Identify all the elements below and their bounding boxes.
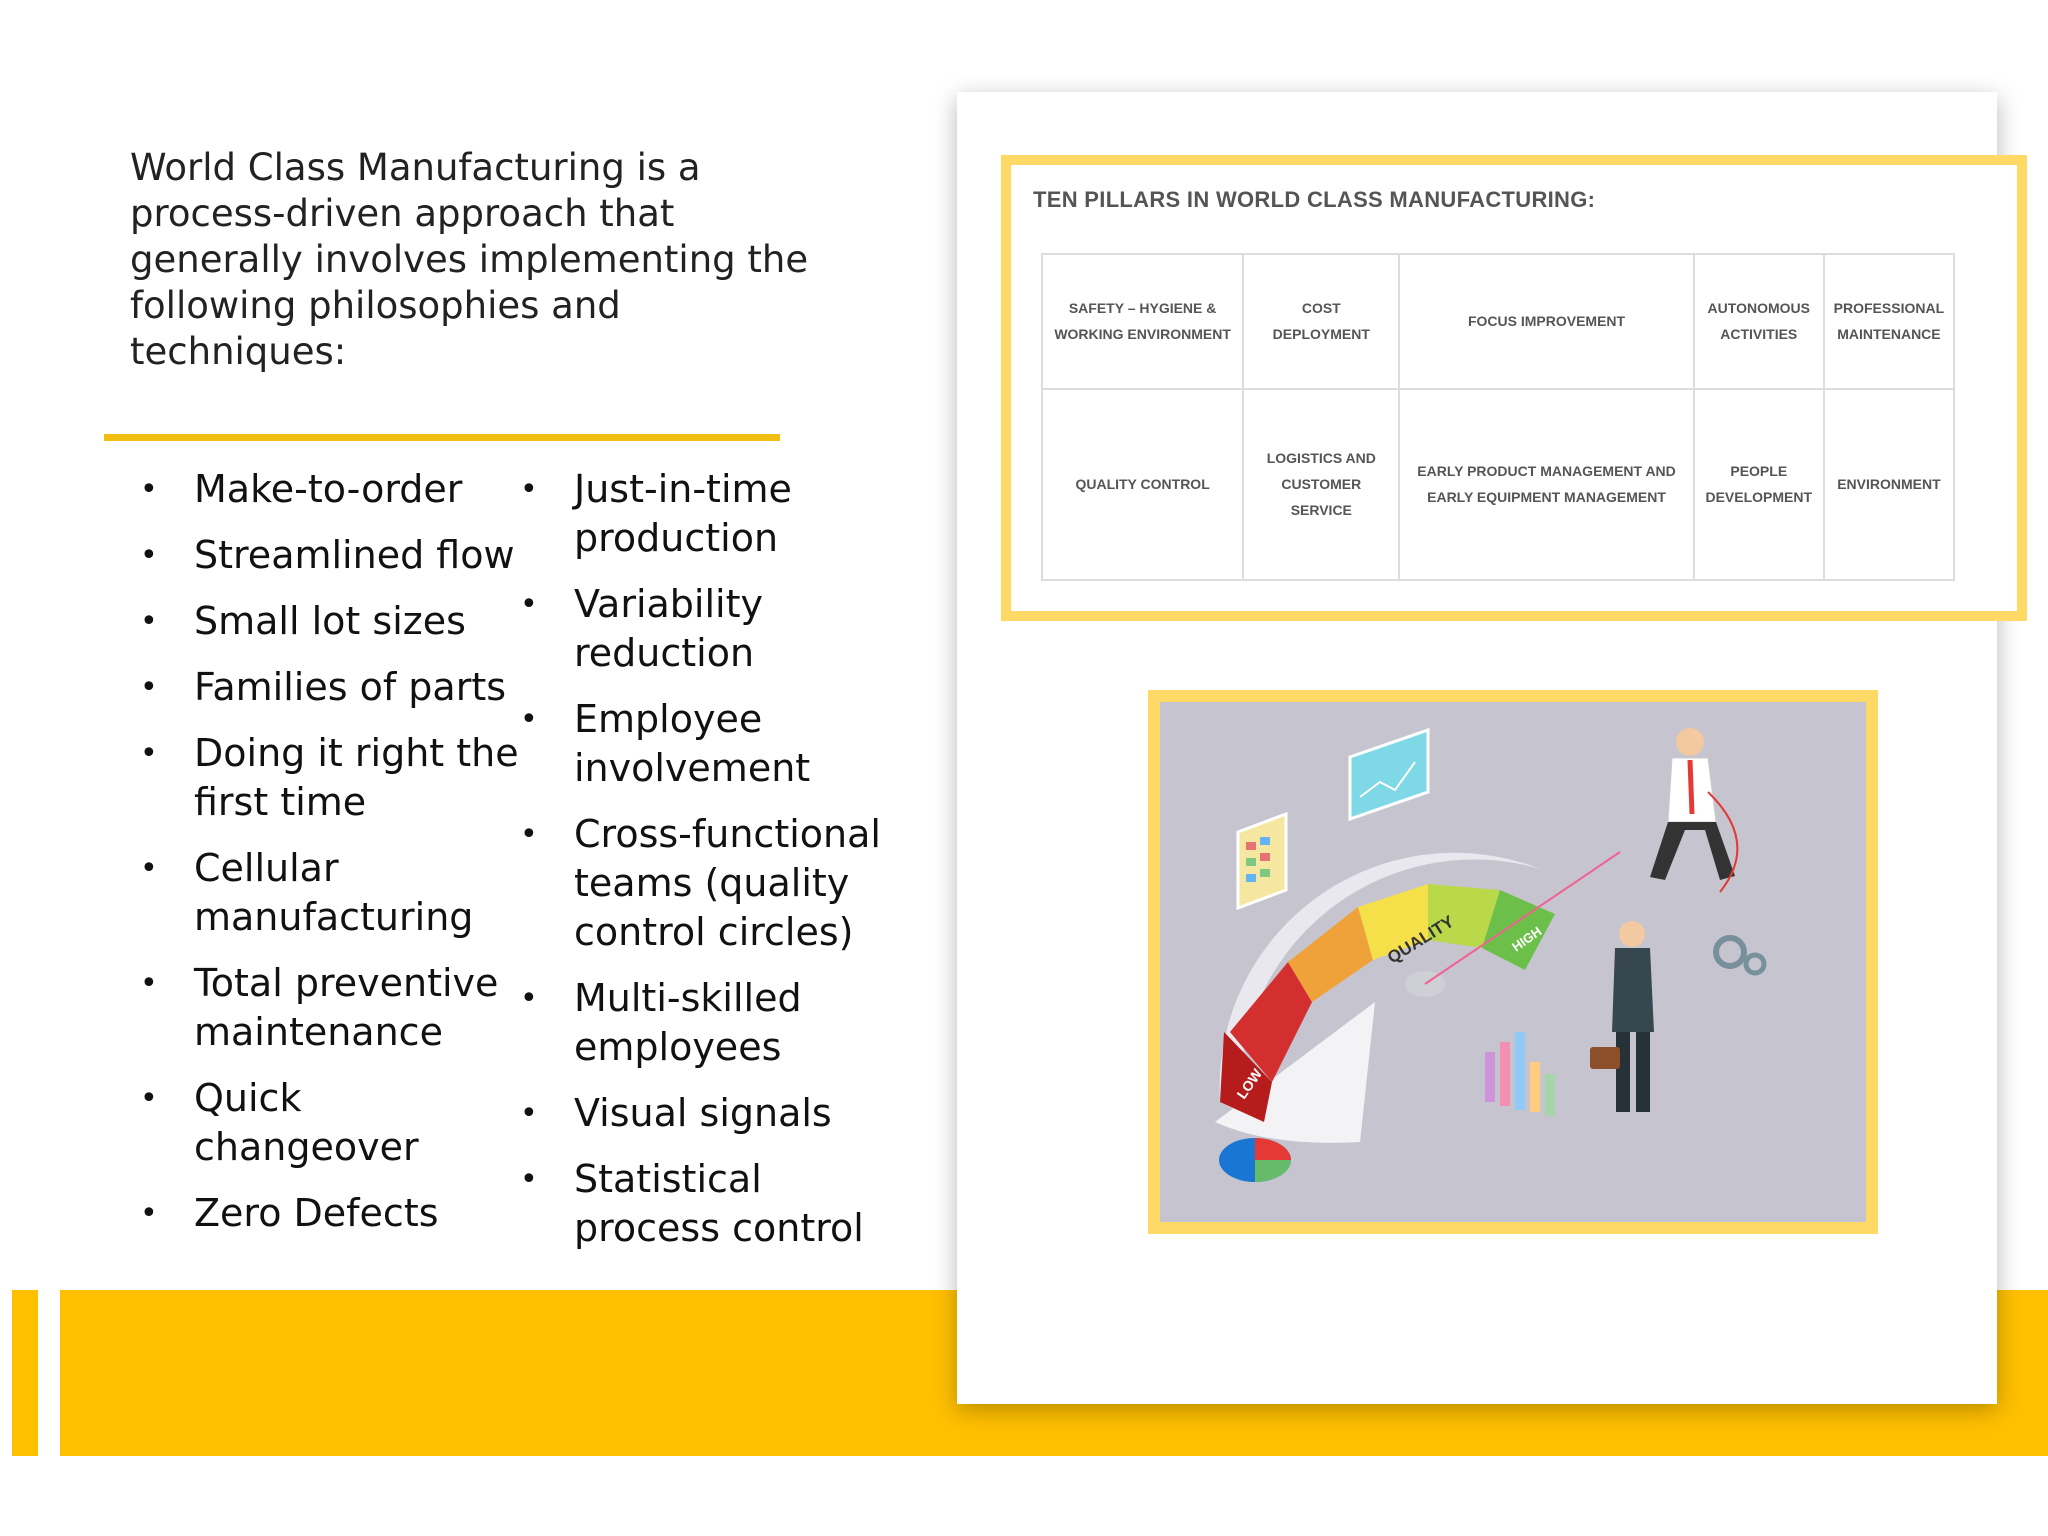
bullet-list-left: Make-to-order Streamlined flow Small lot…	[140, 465, 520, 1255]
intro-paragraph: World Class Manufacturing is a process-d…	[130, 146, 809, 373]
gauge-segment-red	[1230, 962, 1312, 1082]
gauge-segment-orange	[1288, 907, 1373, 1002]
bullet-item: Total preventive maintenance	[140, 959, 520, 1057]
table-cell: PEOPLE DEVELOPMENT	[1692, 387, 1825, 582]
quality-gauge: LOW HIGH QUALITY	[1215, 851, 1621, 1143]
bullet-item: Families of parts	[140, 663, 520, 712]
bullet-item: Multi-skilled employees	[520, 974, 890, 1072]
businessman-figure	[1590, 921, 1654, 1112]
pillars-table-frame: TEN PILLARS IN WORLD CLASS MANUFACTURING…	[1001, 155, 2027, 621]
gauge-segment-yellow	[1358, 884, 1428, 960]
gauge-segment-light-green	[1428, 884, 1500, 948]
accent-bar-left	[12, 1290, 38, 1456]
pillars-table: SAFETY – HYGIENE & WORKING ENVIRONMENT C…	[1040, 253, 1956, 582]
bullet-list-right: Just-in-time production Variability redu…	[520, 465, 890, 1270]
bullet-item: Make-to-order	[140, 465, 520, 514]
gear-icon	[1713, 935, 1767, 976]
table-cell: PROFESSIONAL MAINTENANCE	[1822, 253, 1956, 390]
floating-calendar-panel	[1236, 811, 1288, 911]
bullet-item: Variability reduction	[520, 580, 890, 678]
bullet-item: Streamlined flow	[140, 531, 520, 580]
pillars-table-title: TEN PILLARS IN WORLD CLASS MANUFACTURING…	[1033, 187, 1596, 212]
table-cell: ENVIRONMENT	[1822, 387, 1956, 582]
table-row: SAFETY – HYGIENE & WORKING ENVIRONMENT C…	[1040, 253, 1956, 390]
table-cell: COST DEPLOYMENT	[1242, 253, 1401, 390]
table-cell: EARLY PRODUCT MANAGEMENT AND EARLY EQUIP…	[1398, 387, 1695, 582]
table-cell: SAFETY – HYGIENE & WORKING ENVIRONMENT	[1040, 253, 1245, 390]
bullet-item: Statistical process control	[520, 1155, 890, 1253]
bullet-item: Doing it right the first time	[140, 729, 520, 827]
bullet-item: Small lot sizes	[140, 597, 520, 646]
mini-bar-chart	[1485, 1032, 1555, 1116]
bullet-item: Visual signals	[520, 1089, 890, 1138]
bullet-item: Just-in-time production	[520, 465, 890, 563]
bullet-item: Cellular manufacturing	[140, 844, 520, 942]
table-row: QUALITY CONTROL LOGISTICS AND CUSTOMER S…	[1040, 387, 1956, 582]
bullet-item: Quick changeover	[140, 1074, 520, 1172]
man-pulling-figure	[1650, 728, 1739, 893]
table-cell: AUTONOMOUS ACTIVITIES	[1692, 253, 1825, 390]
table-cell: FOCUS IMPROVEMENT	[1398, 253, 1695, 390]
table-cell: QUALITY CONTROL	[1040, 387, 1245, 582]
gauge-segment-green	[1482, 890, 1555, 970]
floating-chart-panel	[1348, 727, 1430, 822]
table-cell: LOGISTICS AND CUSTOMER SERVICE	[1242, 387, 1401, 582]
mini-pie-chart	[1219, 1138, 1291, 1182]
bullet-item: Cross-functional teams (quality control …	[520, 810, 890, 957]
divider-line	[104, 434, 780, 441]
bullet-item: Employee involvement	[520, 695, 890, 793]
quality-gauge-illustration: LOW HIGH QUALITY	[1215, 727, 1767, 1182]
quality-illustration-frame: LOW HIGH QUALITY	[1148, 690, 1878, 1234]
bullet-item: Zero Defects	[140, 1189, 520, 1238]
